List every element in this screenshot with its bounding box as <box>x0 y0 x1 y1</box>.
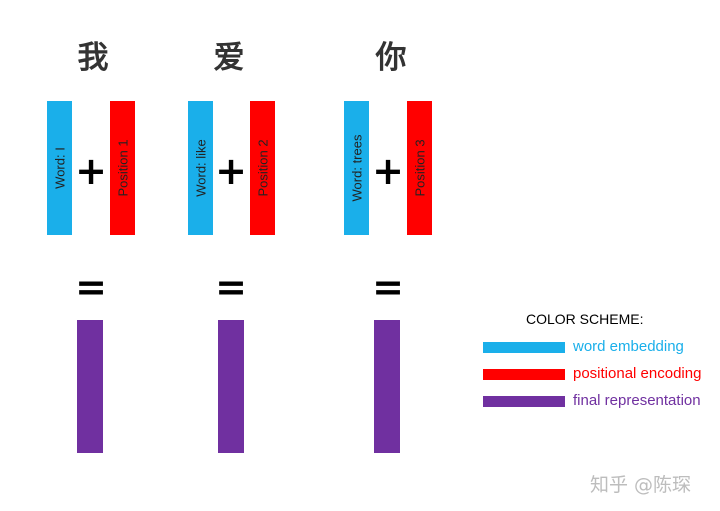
positional-encoding-bar-1: Position 1 <box>110 101 135 235</box>
chinese-char-1: 我 <box>77 40 109 76</box>
chinese-char-3: 你 <box>375 40 407 76</box>
word-embedding-bar-3: Word: trees <box>344 101 369 235</box>
legend-label-word-embedding: word embedding <box>573 338 684 355</box>
positional-encoding-label-3: Position 3 <box>412 139 427 197</box>
positional-encoding-label-2: Position 2 <box>255 139 270 197</box>
equals-sign-1: = <box>75 265 107 309</box>
plus-sign-3: + <box>372 149 404 193</box>
plus-sign-2: + <box>215 149 247 193</box>
zhihu-watermark: 知乎 @陈琛 <box>590 474 692 496</box>
positional-encoding-bar-2: Position 2 <box>250 101 275 235</box>
equals-sign-3: = <box>372 265 404 309</box>
legend-label-final-representation: final representation <box>573 392 701 409</box>
legend-label-positional-encoding: positional encoding <box>573 365 702 382</box>
legend-title: COLOR SCHEME: <box>526 311 644 327</box>
legend-swatch-positional-encoding <box>483 369 565 380</box>
final-representation-bar-1 <box>77 320 103 453</box>
positional-encoding-bar-3: Position 3 <box>407 101 432 235</box>
word-embedding-label-2: Word: like <box>193 139 208 197</box>
word-embedding-label-3: Word: trees <box>349 134 364 202</box>
plus-sign-1: + <box>75 149 107 193</box>
final-representation-bar-2 <box>218 320 244 453</box>
word-embedding-label-1: Word: I <box>52 147 67 189</box>
chinese-char-2: 爱 <box>213 40 245 76</box>
legend-swatch-word-embedding <box>483 342 565 353</box>
word-embedding-bar-1: Word: I <box>47 101 72 235</box>
equals-sign-2: = <box>215 265 247 309</box>
legend-swatch-final-representation <box>483 396 565 407</box>
positional-encoding-label-1: Position 1 <box>115 139 130 197</box>
final-representation-bar-3 <box>374 320 400 453</box>
word-embedding-bar-2: Word: like <box>188 101 213 235</box>
